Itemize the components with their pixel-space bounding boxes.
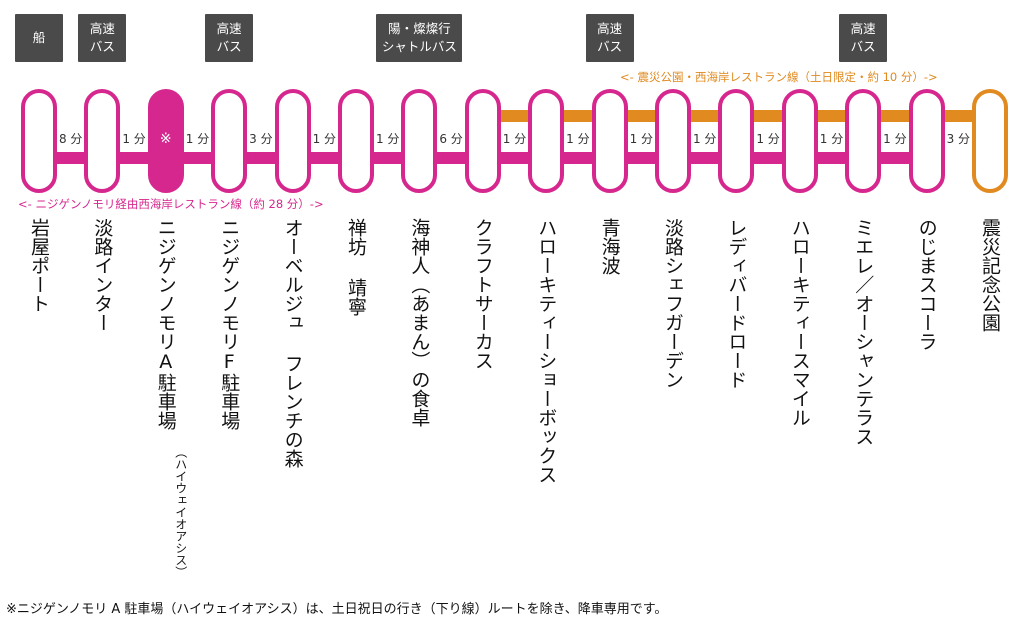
segment-time: 8 分 [53,130,88,148]
station-marker: ※ [159,131,172,147]
station-stop[interactable] [718,89,755,193]
station-name: 海神人（あまん）の食卓 [408,218,431,427]
badge-label: 高速 [89,21,115,36]
station-name: レディバードロード [725,218,748,389]
station-name: ニジゲンノモリA駐車場 [154,218,177,430]
segment-time: 1 分 [180,130,215,148]
station-name: 淡路シェフガーデン [662,218,684,389]
station-stop[interactable] [21,89,57,193]
station-stop[interactable] [401,89,438,193]
transfer-badge: 高速バス [205,14,254,62]
transfer-badge: 陽・燦燦行シャトルバス [376,14,463,62]
station-stop[interactable] [908,89,945,193]
station-name: 震災記念公園 [979,218,1001,332]
station-stop[interactable] [338,89,374,193]
badge-label: 高速 [850,21,876,36]
badge-label: 船 [32,30,46,45]
transfer-badge: 高速バス [78,14,127,62]
segment-time: 3 分 [243,130,278,148]
badge-label: バス [850,39,876,54]
station-stop[interactable] [845,89,882,193]
footnote: ※ニジゲンノモリ A 駐車場（ハイウェイオアシス）は、土日祝日の行き（下り線）ル… [6,602,668,617]
station-name: 青海波 [598,218,621,275]
segment-time: 6 分 [434,130,469,148]
badge-label: バス [216,39,242,54]
station-name: 岩屋ポート [28,218,50,313]
badge-label: シャトルバス [381,39,457,54]
station-stop[interactable] [211,89,248,193]
segment-time: 1 分 [877,130,912,148]
station-name: ミエレ／オーシャンテラス [852,218,875,446]
orange-route-label: <- 震災公園・西海岸レストラン線（土日限定・約 10 分）-> [620,70,938,84]
station-name: 淡路インター [91,218,114,332]
station-stop[interactable] [84,89,121,193]
station-stop[interactable] [972,89,1008,193]
pink-route-label: <- ニジゲンノモリ経由西海岸レストラン線（約 28 分）-> [18,197,324,211]
station-stop[interactable] [528,89,565,193]
transfer-badge: 高速バス [585,14,634,62]
station-name: ハローキティースマイル [788,218,811,427]
station-subname: （ハイウェイオアシス） [173,446,188,578]
badge-label: 陽・燦燦行 [388,21,451,36]
transfer-badge: 高速バス [839,14,888,62]
segment-time: 1 分 [117,130,152,148]
segment-time: 3 分 [941,130,976,148]
badge-label: バス [597,39,623,54]
transfer-badge: 船 [15,14,63,62]
badge-label: バス [89,39,115,54]
station-stop[interactable] [781,89,818,193]
station-stop[interactable] [591,89,628,193]
station-stop[interactable] [274,89,311,193]
station-name: のじまスコーラ [915,218,938,351]
station-name: ハローキティーショーボックス [535,218,558,484]
station-name: オーベルジュ フレンチの森 [281,218,304,468]
station-stop[interactable] [655,89,691,193]
segment-time: 1 分 [560,130,595,148]
badge-label: 高速 [597,21,623,36]
segment-time: 1 分 [307,130,342,148]
badge-label: 高速 [216,21,242,36]
segment-time: 1 分 [624,130,659,148]
segment-time: 1 分 [687,130,722,148]
station-stop[interactable]: ※ [147,89,184,193]
station-name: ニジゲンノモリF駐車場 [218,218,241,430]
segment-time: 1 分 [814,130,849,148]
segment-time: 1 分 [370,130,405,148]
station-name: クラフトサーカス [471,218,494,370]
segment-time: 1 分 [751,130,786,148]
station-stop[interactable] [464,89,501,193]
station-name: 禅坊 靖寧 [345,218,367,316]
segment-time: 1 分 [497,130,532,148]
